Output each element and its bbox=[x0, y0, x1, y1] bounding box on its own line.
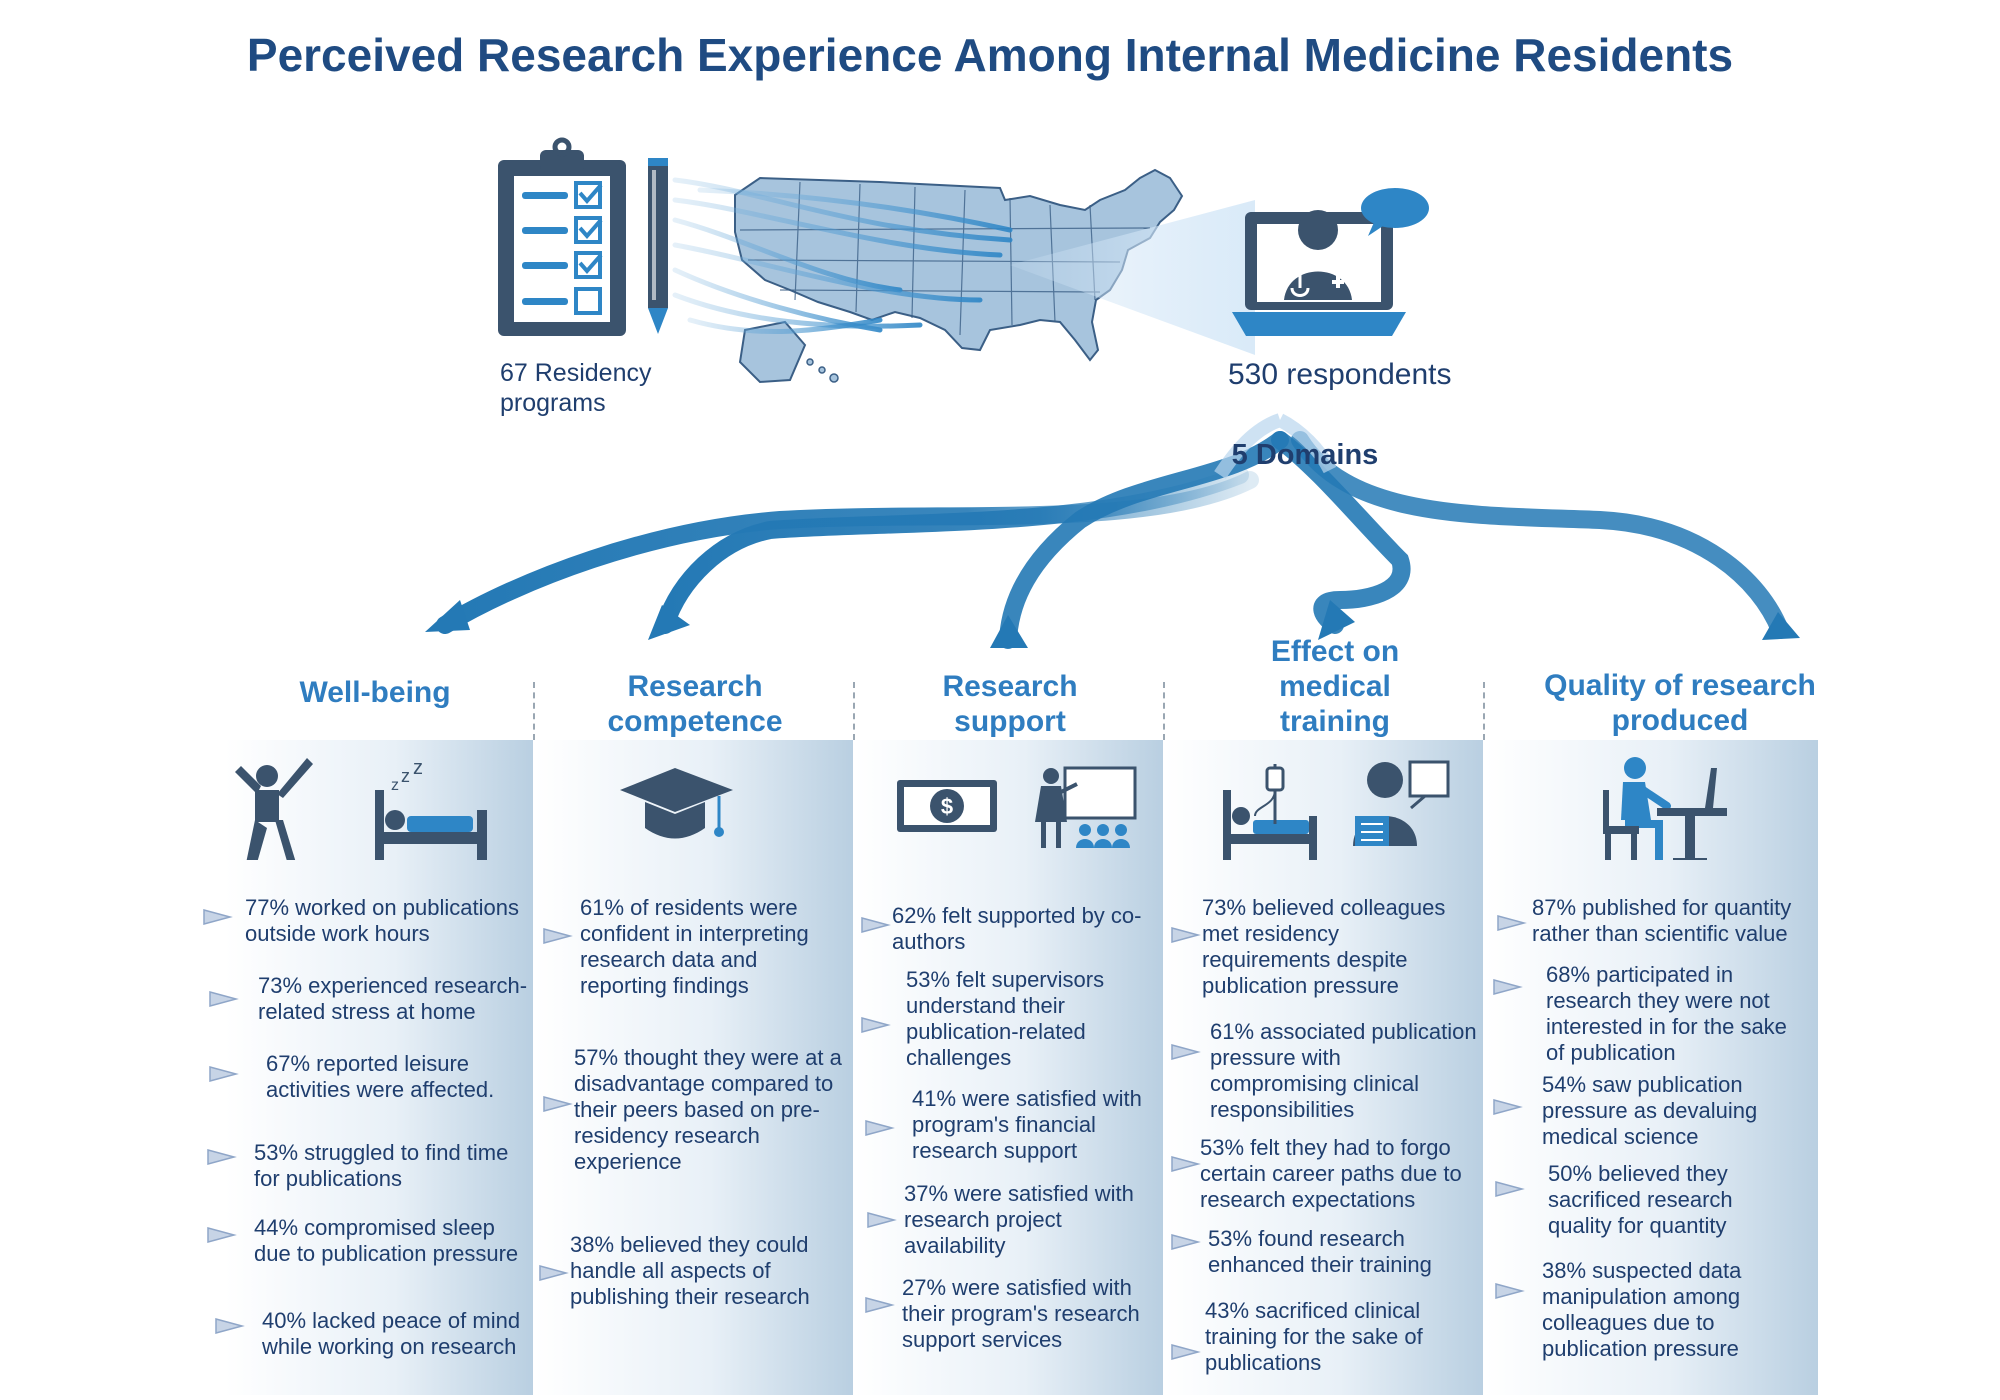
divider bbox=[1483, 682, 1485, 740]
jumping-person-icon bbox=[235, 758, 313, 860]
fact-training-1: 73% believed colleagues met residency re… bbox=[1202, 895, 1446, 998]
divider bbox=[1163, 682, 1165, 740]
fact-well-being-6: 40% lacked peace of mind while working o… bbox=[262, 1308, 521, 1359]
dollar-bill-icon: $ bbox=[897, 780, 997, 832]
fact-competence-2: 57% thought they were at a disadvantage … bbox=[574, 1045, 842, 1174]
fact-training-3: 53% felt they had to forgo certain caree… bbox=[1200, 1135, 1462, 1212]
fact-quality-5: 38% suspected data manipulation among co… bbox=[1542, 1258, 1742, 1361]
fact-well-being-1: 77% worked on publications outside work … bbox=[245, 895, 519, 946]
column-bg-medical-training bbox=[1165, 740, 1483, 1395]
fact-quality-2: 68% participated in research they were n… bbox=[1546, 962, 1787, 1065]
fact-quality-4: 50% believed they sacrificed research qu… bbox=[1548, 1161, 1733, 1238]
presenter-icon bbox=[1353, 760, 1450, 846]
heading-quality-of-research: Quality of research produced bbox=[1544, 669, 1816, 737]
fact-well-being-4: 53% struggled to find time for publicati… bbox=[254, 1140, 509, 1191]
fact-well-being-5: 44% compromised sleep due to publication… bbox=[254, 1215, 519, 1266]
fact-training-4: 53% found research enhanced their traini… bbox=[1208, 1226, 1432, 1277]
heading-effect-on-medical-training: Effect on medical training bbox=[1270, 635, 1400, 738]
fact-well-being-3: 67% reported leisure activities were aff… bbox=[266, 1051, 495, 1102]
respondents-label: 530 respondents bbox=[1228, 358, 1452, 391]
divider bbox=[853, 682, 855, 740]
heading-research-competence: Research competence bbox=[607, 670, 783, 738]
fact-well-being-2: 73% experienced research-related stress … bbox=[258, 973, 528, 1024]
fact-support-3: 41% were satisfied with program's financ… bbox=[912, 1086, 1142, 1163]
laptop-doctor-icon bbox=[1232, 188, 1429, 336]
fact-quality-3: 54% saw publication pressure as devaluin… bbox=[1542, 1072, 1758, 1149]
svg-text:z: z bbox=[413, 757, 423, 779]
residency-programs-label: 67 Residency programs bbox=[500, 359, 652, 417]
sleeping-bed-icon: z z z bbox=[375, 757, 487, 860]
fact-quality-1: 87% published for quantity rather than s… bbox=[1532, 895, 1792, 946]
svg-text:z: z bbox=[401, 766, 410, 786]
person-at-desk-icon bbox=[1603, 757, 1727, 860]
fact-support-1: 62% felt supported by co-authors bbox=[892, 903, 1142, 954]
fact-support-2: 53% felt supervisors understand their pu… bbox=[906, 967, 1105, 1070]
column-bg-research-quality bbox=[1485, 740, 1818, 1395]
fact-support-5: 27% were satisfied with their program's … bbox=[902, 1275, 1140, 1352]
domains-label: 5 Domains bbox=[1231, 439, 1379, 471]
heading-well-being: Well-being bbox=[299, 676, 451, 709]
teacher-board-icon bbox=[1035, 766, 1137, 848]
column-bg-research-competence bbox=[535, 740, 853, 1395]
divider bbox=[533, 682, 535, 740]
heading-research-support: Research support bbox=[942, 670, 1078, 738]
column-bg-research-support bbox=[855, 740, 1163, 1395]
svg-text:z: z bbox=[391, 777, 399, 794]
flow-lines bbox=[672, 177, 1013, 335]
page-title: Perceived Research Experience Among Inte… bbox=[246, 29, 1734, 81]
pencil-icon bbox=[648, 158, 668, 334]
fact-competence-1: 61% of residents were confident in inter… bbox=[580, 895, 809, 998]
fact-support-4: 37% were satisfied with research project… bbox=[904, 1181, 1134, 1258]
clipboard-icon bbox=[498, 137, 626, 336]
fact-competence-3: 38% believed they could handle all aspec… bbox=[570, 1232, 810, 1309]
fact-training-5: 43% sacrificed clinical training for the… bbox=[1205, 1298, 1423, 1375]
fact-training-2: 61% associated publication pressure with… bbox=[1210, 1019, 1477, 1122]
column-icons: z z z $ bbox=[235, 757, 1727, 860]
projection-beam bbox=[1010, 200, 1255, 355]
graduation-cap-icon bbox=[620, 768, 733, 839]
hospital-bed-icon bbox=[1223, 764, 1317, 860]
svg-text:$: $ bbox=[941, 794, 953, 819]
top-illustration bbox=[425, 137, 1800, 649]
